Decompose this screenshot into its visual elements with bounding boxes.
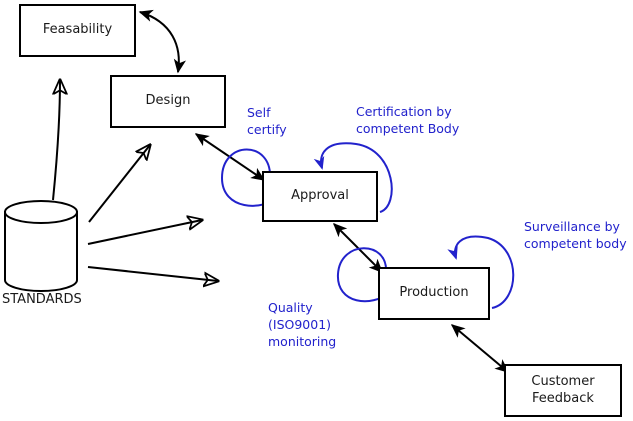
loop-certification-body [313,142,393,213]
node-standards-label: STANDARDS [2,292,82,307]
node-feasability[interactable]: Feasability [19,4,136,57]
node-customer-feedback[interactable]: Customer Feedback [504,364,622,417]
node-feasability-label: Feasability [42,22,113,38]
node-design-label: Design [145,93,191,109]
annotation-surveillance-body: Surveillance by competent body [524,219,627,251]
annotation-certification-body: Certification by competent Body [356,104,460,136]
arrow-standards-approval [87,220,202,245]
arrow-standards-feasability [53,80,60,201]
node-design[interactable]: Design [110,75,226,128]
loop-quality-monitoring [336,247,392,304]
node-production-label: Production [399,285,469,301]
node-production[interactable]: Production [378,267,490,320]
node-approval[interactable]: Approval [262,171,378,222]
arrow-standards-design [88,145,150,223]
arrow-feasability-design [138,9,186,74]
loop-self-certify [220,148,282,208]
node-approval-label: Approval [291,188,349,204]
loop-surveillance-body [447,235,515,309]
node-customer-feedback-label: Customer Feedback [531,374,595,406]
standards-cylinder-shape [4,200,78,292]
arrow-production-customer-feedback [450,324,510,373]
annotation-quality-monitoring: Quality (ISO9001) monitoring [268,300,337,349]
annotation-self-certify: Self certify [247,105,287,137]
arrow-standards-production [87,266,218,281]
